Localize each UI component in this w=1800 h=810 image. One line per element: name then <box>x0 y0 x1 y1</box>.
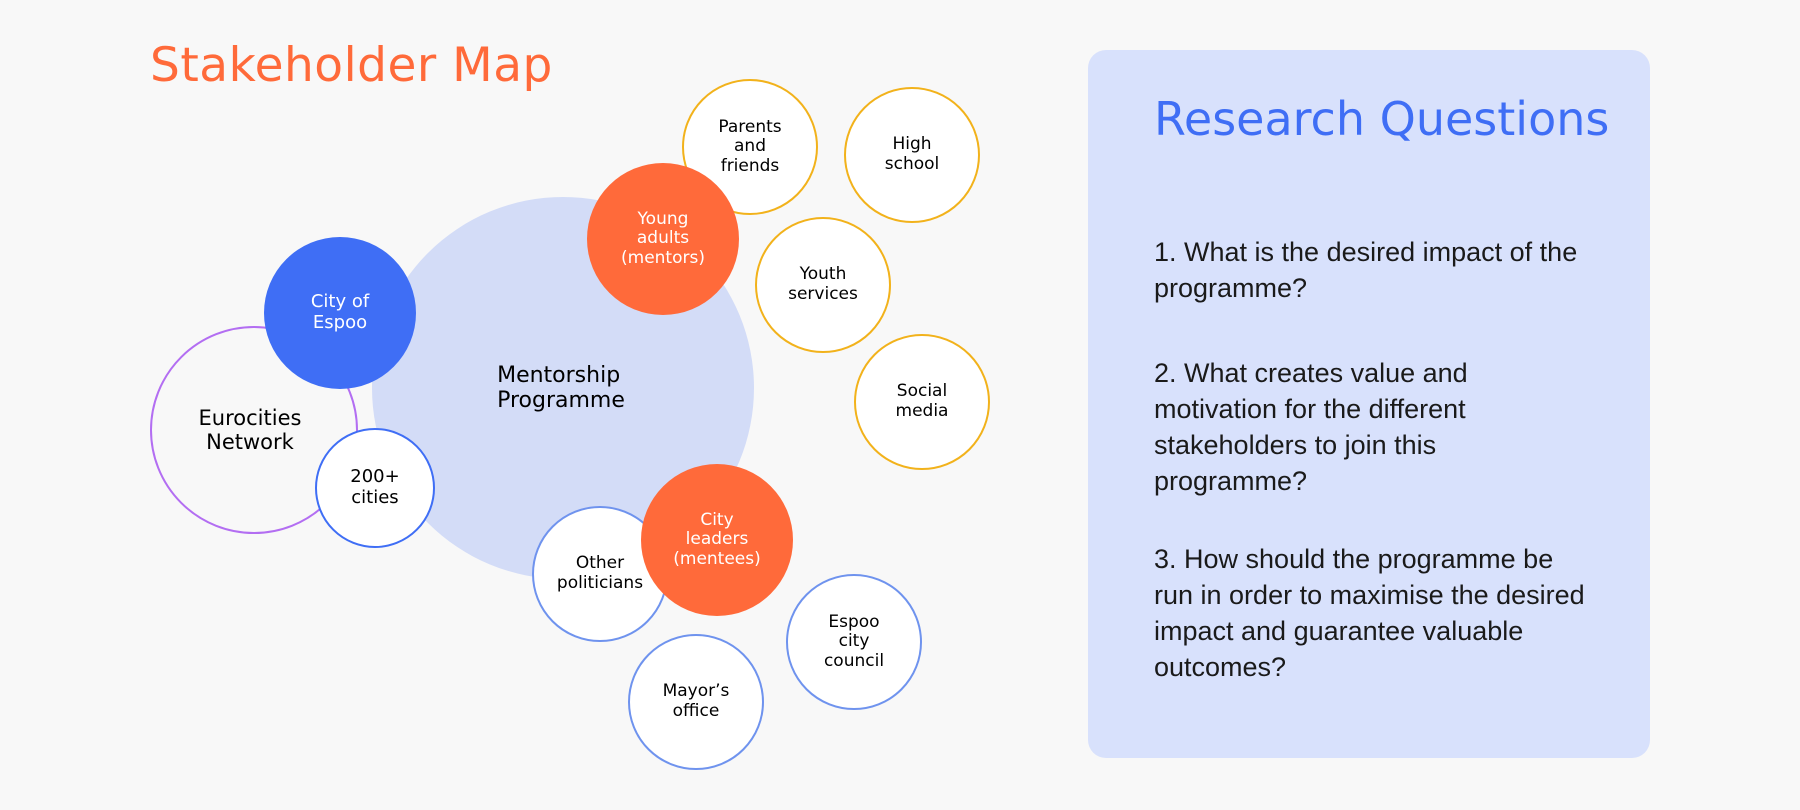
page-title: Stakeholder Map <box>150 38 553 93</box>
node-youth-services-label: Youth services <box>788 264 858 304</box>
research-questions-panel: Research Questions 1. What is the desire… <box>1088 50 1650 758</box>
node-council-label: Espoo city council <box>823 611 885 671</box>
node-high-school: High school <box>844 87 980 223</box>
node-young-adults-mentors: Young adults (mentors) <box>587 163 739 315</box>
research-questions-title: Research Questions <box>1154 92 1610 146</box>
node-parents-label: Parents and friends <box>718 116 782 176</box>
node-city-leaders-mentees: City leaders (mentees) <box>641 464 793 616</box>
node-social-media: Social media <box>854 334 990 470</box>
question-1: 1. What is the desired impact of the pro… <box>1154 237 1578 303</box>
node-espoo-city-council: Espoo city council <box>786 574 922 710</box>
node-city-leaders-label: City leaders (mentees) <box>673 509 761 569</box>
node-young-adults-label: Young adults (mentors) <box>621 208 705 268</box>
node-youth-services: Youth services <box>755 217 891 353</box>
node-espoo-label: City of Espoo <box>310 291 370 333</box>
node-social-media-label: Social media <box>895 381 949 421</box>
node-mayors-office: Mayor’s office <box>628 634 764 770</box>
node-mayor-label: Mayor’s office <box>662 681 730 721</box>
question-2: 2. What creates value and motivation for… <box>1154 358 1468 496</box>
node-eurocities-label: Eurocities Network <box>198 405 302 454</box>
node-other-politicians-label: Other politicians <box>556 553 644 593</box>
node-200-cities-label: 200+ cities <box>350 466 400 508</box>
node-200-cities: 200+ cities <box>315 428 435 548</box>
node-city-of-espoo: City of Espoo <box>264 237 416 389</box>
question-3: 3. How should the programme be run in or… <box>1154 544 1585 682</box>
node-mentorship-label: Mentorship Programme <box>497 362 625 413</box>
node-high-school-label: High school <box>884 134 940 174</box>
node-eurocities-network: Eurocities Network <box>150 326 358 534</box>
